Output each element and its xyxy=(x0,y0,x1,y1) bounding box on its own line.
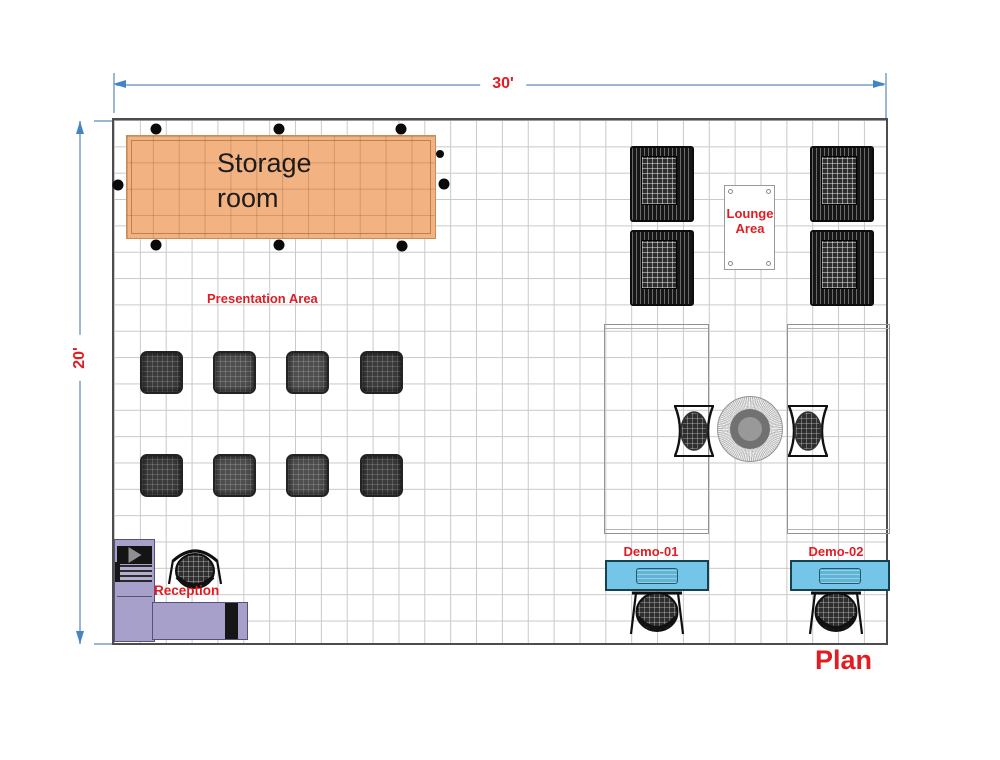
arrow-up-icon xyxy=(75,121,84,134)
round-table-center xyxy=(738,417,762,441)
mount-dot xyxy=(438,178,450,190)
cabinet-shelf-dark xyxy=(117,546,152,564)
lounge-armchair xyxy=(630,146,694,222)
mount-dot xyxy=(395,123,407,135)
plan-title: Plan xyxy=(815,645,873,675)
arrow-down-icon xyxy=(75,631,84,644)
demo-chair xyxy=(808,591,864,635)
dim-extension-line xyxy=(94,120,113,122)
mount-dot xyxy=(436,150,444,158)
round-table xyxy=(717,396,783,462)
cabinet-shelf-stripes xyxy=(117,565,152,582)
laptop xyxy=(636,568,678,584)
reception-label: Reception xyxy=(154,583,220,598)
mount-dot xyxy=(112,179,124,191)
lounge-area-label: Lounge Area xyxy=(726,206,774,237)
mount-dot xyxy=(396,240,408,252)
demo-02-label: Demo-02 xyxy=(808,544,864,559)
storage-room-label: Storage room xyxy=(217,148,312,214)
ottoman-seat xyxy=(286,454,329,497)
dim-height-line xyxy=(79,121,81,644)
ottoman-seat xyxy=(360,351,403,394)
lounge-armchair xyxy=(810,230,874,306)
cabinet-notch xyxy=(115,562,120,582)
reception-cabinet xyxy=(114,539,155,642)
arrow-right-icon xyxy=(873,80,886,88)
ottoman-seat xyxy=(140,454,183,497)
mount-dot xyxy=(150,239,162,251)
dim-width-label: 30' xyxy=(480,75,526,93)
mount-dot xyxy=(273,239,285,251)
lounge-armchair xyxy=(630,230,694,306)
arrow-left-icon xyxy=(113,80,126,88)
lounge-armchair xyxy=(810,146,874,222)
plan-boundary: Storage room Presentation Area L xyxy=(112,118,890,645)
dim-extension-line xyxy=(885,73,887,119)
mount-dot xyxy=(150,123,162,135)
reception-desk xyxy=(152,602,248,640)
storage-room: Storage room xyxy=(126,135,436,239)
ottoman-seat xyxy=(140,351,183,394)
cabinet-divider xyxy=(117,596,152,597)
ottoman-seat xyxy=(213,351,256,394)
ottoman-seat xyxy=(286,351,329,394)
mount-dot xyxy=(273,123,285,135)
dim-extension-line xyxy=(113,73,115,113)
ottoman-seat xyxy=(360,454,403,497)
demo-01-label: Demo-01 xyxy=(623,544,679,559)
reception-chair xyxy=(168,549,222,589)
display-wall-right xyxy=(787,324,890,534)
lounge-table xyxy=(724,185,775,270)
demo-chair xyxy=(629,591,685,635)
dim-extension-line xyxy=(94,643,113,645)
laptop xyxy=(819,568,861,584)
meeting-stool xyxy=(787,405,829,457)
demo-02-table xyxy=(790,560,890,591)
dim-height-label: 20' xyxy=(71,335,89,381)
desk-dark-panel xyxy=(225,603,238,639)
meeting-stool xyxy=(673,405,715,457)
presentation-area-label: Presentation Area xyxy=(207,291,318,306)
demo-01-table xyxy=(605,560,709,591)
ottoman-seat xyxy=(213,454,256,497)
